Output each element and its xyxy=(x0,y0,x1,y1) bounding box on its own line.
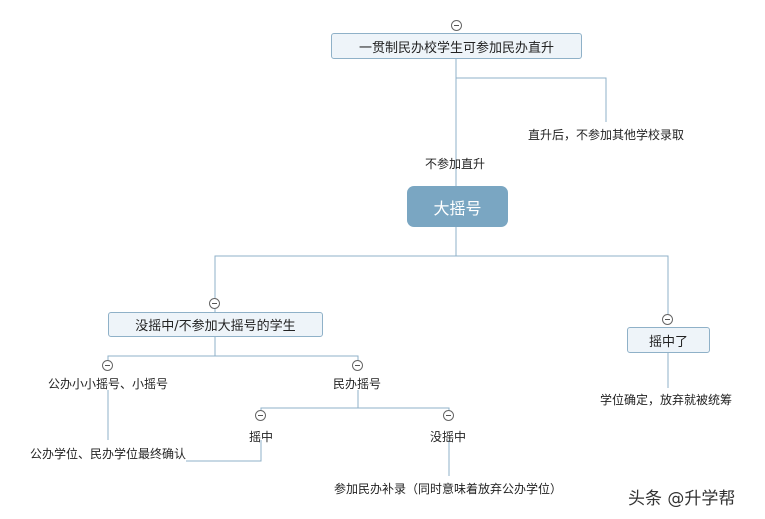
collapse-private-lottery-icon[interactable] xyxy=(352,360,363,371)
collapse-private-win-icon[interactable] xyxy=(255,410,266,421)
direct-result-text: 直升后，不参加其他学校录取 xyxy=(528,128,685,142)
collapse-not-selected-icon[interactable] xyxy=(209,298,220,309)
private-lottery-text: 民办摇号 xyxy=(333,377,382,391)
top-node[interactable]: 一贯制民办校学生可参加民办直升 xyxy=(331,33,582,59)
watermark: 头条 @升学帮 xyxy=(628,489,736,509)
public-result-text: 公办学位、民办学位最终确认 xyxy=(30,447,187,461)
collapse-top-icon[interactable] xyxy=(451,20,462,31)
collapse-public-lottery-icon[interactable] xyxy=(102,360,113,371)
collapse-selected-icon[interactable] xyxy=(662,314,673,325)
private-lose-text: 没摇中 xyxy=(430,430,467,444)
not-selected-node[interactable]: 没摇中/不参加大摇号的学生 xyxy=(108,312,323,337)
selected-node[interactable]: 摇中了 xyxy=(627,327,710,353)
public-lottery-text: 公办小小摇号、小摇号 xyxy=(48,377,169,391)
root-node[interactable]: 大摇号 xyxy=(407,186,508,227)
not-direct-label: 不参加直升 xyxy=(425,157,486,171)
selected-result-text: 学位确定，放弃就被统筹 xyxy=(600,393,733,407)
private-win-text: 摇中 xyxy=(249,430,274,444)
private-lose-result-text: 参加民办补录（同时意味着放弃公办学位） xyxy=(334,482,563,496)
collapse-private-lose-icon[interactable] xyxy=(443,410,454,421)
